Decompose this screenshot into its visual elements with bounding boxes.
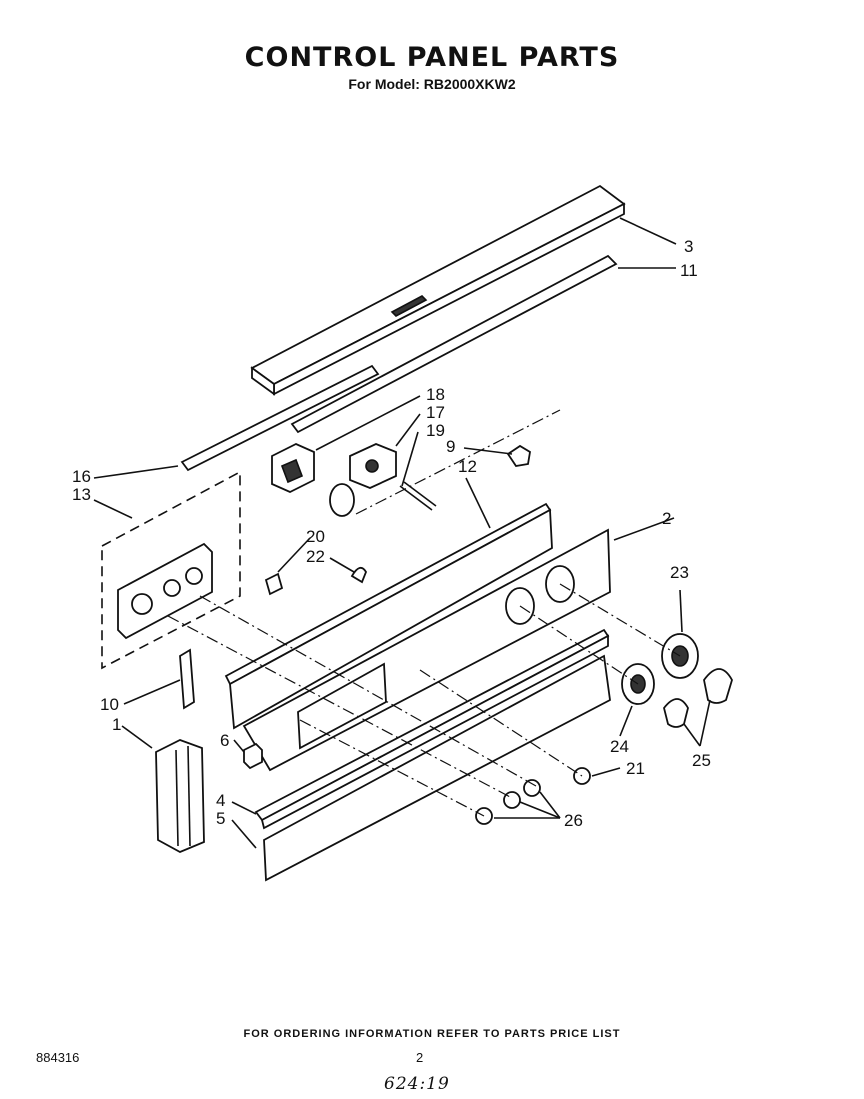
callout-20: 20 — [306, 527, 325, 546]
callout-5: 5 — [216, 809, 225, 828]
callout-17: 17 — [426, 403, 445, 422]
model-subtitle: For Model: RB2000XKW2 — [348, 76, 516, 92]
callout-21: 21 — [626, 759, 645, 778]
part-22-clip — [350, 566, 368, 584]
part-17-switch — [349, 443, 397, 489]
part-2-control-panel — [242, 528, 611, 772]
callout-23: 23 — [670, 563, 689, 582]
callout-11: 11 — [680, 261, 698, 280]
part-9-clip — [506, 444, 531, 467]
callout-1: 1 — [112, 715, 121, 734]
callout-10: 10 — [100, 695, 119, 714]
part-16-gasket-strip — [180, 364, 380, 472]
callout-26: 26 — [564, 811, 583, 830]
part-1-side-bracket — [155, 739, 205, 853]
callout-19: 19 — [426, 421, 445, 440]
callout-labels: 3 11 18 17 19 9 12 16 13 2 20 22 23 10 1… — [72, 237, 711, 830]
callout-22: 22 — [306, 547, 325, 566]
part-4-lower-trim — [254, 628, 610, 830]
part-19-shaft — [329, 481, 437, 517]
callout-9: 9 — [446, 437, 455, 456]
part-10-bracket — [179, 648, 195, 710]
part-12-bracket — [224, 502, 553, 730]
page-title: CONTROL PANEL PARTS — [244, 42, 620, 73]
handwritten-note: 624:19 — [384, 1074, 450, 1094]
part-13-timer-assembly — [101, 470, 241, 670]
leader-lines — [93, 217, 711, 849]
part-5-bottom-panel — [263, 654, 611, 882]
ordering-note: FOR ORDERING INFORMATION REFER TO PARTS … — [243, 1028, 621, 1040]
callout-3: 3 — [684, 237, 693, 256]
document-number: 884316 — [36, 1050, 80, 1065]
alignment-lines — [167, 409, 681, 817]
part-6-spacer — [243, 742, 263, 770]
page-number: 2 — [416, 1050, 424, 1065]
callout-18: 18 — [426, 385, 445, 404]
part-25-knob — [663, 668, 733, 728]
callout-16: 16 — [72, 467, 91, 486]
callout-24: 24 — [610, 737, 629, 756]
callout-4: 4 — [216, 791, 225, 810]
callout-13: 13 — [72, 485, 91, 504]
callout-6: 6 — [220, 731, 229, 750]
part-18-switch — [271, 443, 315, 493]
part-26-nuts — [475, 779, 541, 825]
part-11-strip — [290, 254, 618, 434]
callout-2: 2 — [662, 509, 671, 528]
part-20-bracket — [264, 572, 284, 596]
callout-12: 12 — [458, 457, 477, 476]
callout-25: 25 — [692, 751, 711, 770]
part-3-top-trim — [250, 184, 626, 396]
